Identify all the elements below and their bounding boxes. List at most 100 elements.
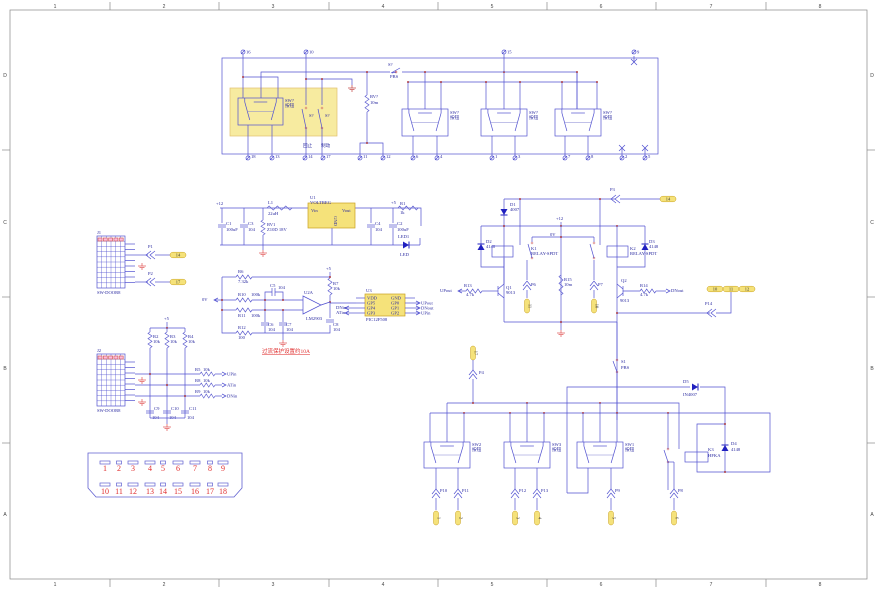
contact-icon	[615, 358, 619, 362]
comparator-u2-label: U2A	[304, 290, 314, 295]
connector-pin-pad	[127, 460, 139, 465]
switch_matrix-sw_val-label: 按钮	[625, 446, 635, 453]
comparator-r10_val-label: 100k	[251, 292, 261, 297]
frame-rows-3-label: A	[3, 512, 7, 518]
connector-pin-pad	[144, 482, 156, 487]
power_supply-r1-label: R1	[400, 201, 406, 206]
wire	[244, 101, 251, 121]
junction-dot	[599, 198, 601, 200]
wire	[480, 226, 504, 268]
power_supply-c3-label: C3	[248, 221, 254, 226]
port-icon	[169, 278, 187, 286]
connector-arrow-icon	[468, 369, 478, 376]
switch_panel-terminals_bottom-8-label: 1	[495, 154, 498, 159]
comparator-c6-label: C6	[268, 322, 274, 327]
switch_matrix-sw-0-label: SW2	[472, 442, 482, 447]
connector-arrow-icon	[710, 308, 717, 318]
switch_matrix-p_ports-1-label: 2	[459, 517, 464, 519]
switch-pad	[113, 237, 119, 242]
relay_driver-ports-1-label: 11	[729, 287, 733, 292]
relay_driver-p14-label: P14	[705, 301, 713, 306]
inputs-r9-label: R9	[195, 389, 201, 394]
power_supply-r1_val-label: 1k	[400, 210, 405, 215]
junction-dot	[503, 225, 505, 227]
junction-dot	[485, 81, 487, 83]
connector-pin-pad	[116, 460, 122, 465]
frame-columns-7-label: 8	[819, 582, 822, 588]
inputs-r_val-label: 10k	[153, 339, 161, 344]
switch_panel-terminals_bottom-0-label: 18	[251, 154, 256, 159]
port-icon	[455, 510, 461, 526]
wire	[487, 112, 494, 132]
power_supply-c2-label: C2	[397, 221, 403, 226]
frame-columns-4-label: 5	[491, 4, 494, 10]
switch_matrix-d4_val-label: 4148	[731, 447, 741, 452]
frame-columns-6-label: 7	[710, 582, 713, 588]
connector-arrow-icon	[431, 488, 441, 495]
power_supply-l1_val-label: 22uH	[268, 211, 279, 216]
switch-icon	[527, 243, 533, 259]
comparator-c5-label: C5	[270, 283, 276, 288]
power_supply-rv1_val-label: Z10D 18V	[267, 227, 287, 232]
frame-rows-2-label: B	[3, 366, 7, 372]
resistor-icon	[260, 219, 266, 236]
wire	[616, 292, 624, 299]
switch_matrix-p_labels-1-label: P11	[462, 488, 470, 493]
comparator-r6_val-label: 7.32k	[238, 279, 249, 284]
comparator-r6-label: R6	[238, 269, 244, 274]
relay_driver-r14-label: R14	[640, 283, 648, 288]
switch-icon	[317, 108, 323, 129]
wire	[457, 445, 464, 464]
terminal-icon	[320, 155, 326, 161]
switch-pad	[118, 355, 124, 360]
port-icon	[608, 510, 614, 526]
switch_matrix-p4-label: P4	[479, 370, 485, 375]
switch_panel-terminals_bottom-4-label: 11	[363, 154, 368, 159]
comparator-r7_val-label: 10k	[333, 286, 341, 291]
sheet-border	[9, 9, 868, 580]
connector-pins_bottom-8-label: 18	[219, 487, 227, 496]
port-icon	[659, 195, 677, 203]
connector-pin-pad	[172, 460, 184, 465]
inputs-vcc-label: +5	[164, 316, 170, 321]
power_supply-c1_val-label: 100uF	[226, 227, 238, 232]
mcu-pins_left-2-label: GP4	[367, 306, 376, 311]
wire	[567, 468, 589, 494]
mcu-chip	[364, 293, 406, 317]
junction-dot	[519, 81, 521, 83]
connector-pin-pad	[189, 482, 201, 487]
inputs-c9-label: C9	[154, 406, 160, 411]
connector-pin-pad	[217, 460, 229, 465]
relay_driver-p7-label: P7	[598, 282, 604, 287]
wire	[270, 101, 277, 121]
mcu-out_right-2-label: UPin	[421, 311, 431, 316]
switch_panel-terminals_top-3-label: 9	[637, 50, 640, 55]
switch_matrix-sw_val-label: 按钮	[472, 446, 482, 453]
terminal-icon	[501, 49, 507, 55]
frame-columns-0-label: 1	[54, 4, 57, 10]
junction-dot	[282, 299, 284, 301]
comparator-r12-label: R12	[238, 325, 246, 330]
wire	[616, 283, 624, 290]
comparator-note-label: 过流保护设置约10A	[262, 347, 310, 355]
inputs-c_val-label: 104	[152, 415, 160, 420]
inputs-p1_port-label: 14	[176, 253, 181, 258]
connector-arrow-icon	[145, 250, 152, 260]
connector-pins_top-8-label: 9	[221, 464, 225, 473]
junction-dot	[424, 71, 426, 73]
comparator-c6_val-label: 104	[268, 327, 276, 332]
relay_driver-ports-2-label: 12	[745, 287, 750, 292]
inputs-r4-label: R4	[188, 334, 194, 339]
relay_driver-r13_val-label: 4.7k	[466, 292, 475, 297]
frame-columns-4-label: 5	[491, 582, 494, 588]
voltage-regulator	[307, 202, 356, 229]
frame-columns-2-label: 3	[272, 582, 275, 588]
junction-dot	[366, 142, 368, 144]
switch-pad	[108, 355, 113, 360]
connector-pin-pad	[217, 482, 229, 487]
junction-dot	[576, 71, 578, 73]
switch_panel-s_b_text-label: 制动	[321, 142, 331, 149]
junction-dot	[221, 299, 223, 301]
junction-dot	[724, 471, 726, 473]
switch_panel-s_main-label: S?	[388, 62, 393, 67]
